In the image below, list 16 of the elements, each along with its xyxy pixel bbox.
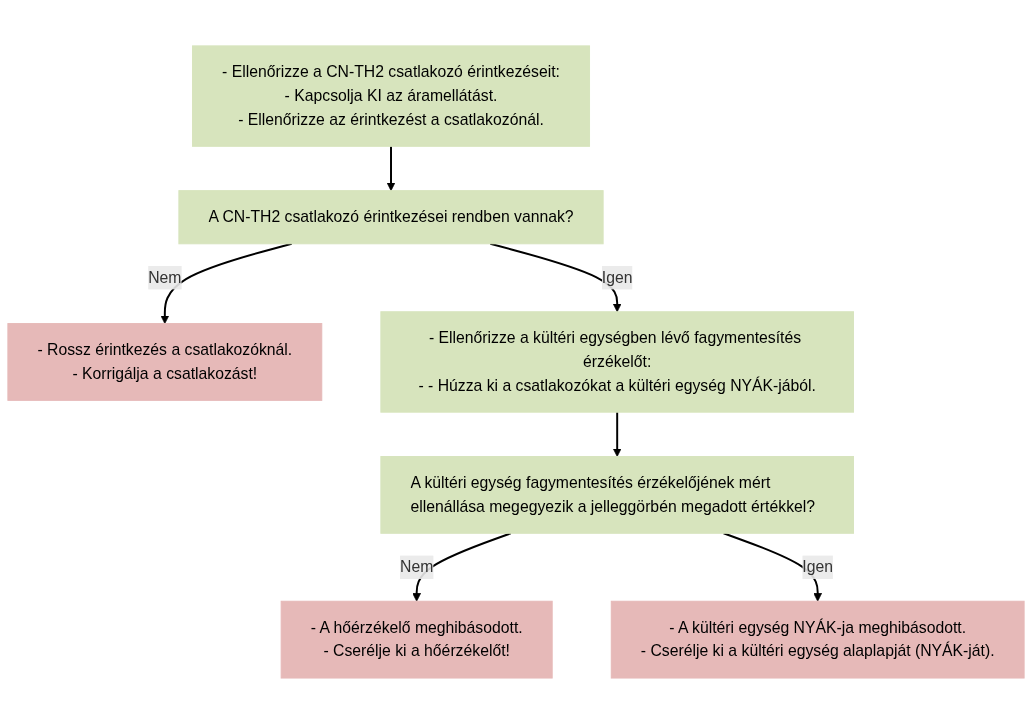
arrow bbox=[160, 242, 293, 324]
arrow bbox=[612, 411, 622, 457]
node-box: - Rossz érintkezés a csatlakozóknál. - Korrigálja a csatlakozást! bbox=[7, 323, 323, 401]
node-box: A kültéri egység fagymentesítés érzékelőjének mért ellenállása megegyezik a jelleggörbén megadott értékkel? bbox=[380, 456, 854, 534]
edge-label: Nem bbox=[148, 268, 182, 286]
arrow bbox=[386, 145, 396, 192]
node-box: - A kültéri egység NYÁK-ja meghibásodott. - Cserélje ki a kültéri egység alaplapját (NYÁK-ját). bbox=[610, 600, 1025, 679]
node-box: - A hőérzékelő meghibásodott. - Cserélje ki a hőérzékelőt! bbox=[280, 600, 553, 679]
edge-label: Igen bbox=[601, 268, 633, 286]
edge-label: Nem bbox=[400, 558, 434, 576]
edge-label: Igen bbox=[802, 558, 834, 576]
arrow bbox=[722, 532, 823, 602]
arrow bbox=[489, 242, 622, 313]
node-box: - Ellenőrizze a kültéri egységben lévő fagymentesítés érzékelőt: - - Húzza ki a csatlakozókat a kültéri egység NYÁK-jából. bbox=[380, 311, 854, 413]
node-box: - Ellenőrizze a CN-TH2 csatlakozó érintkezéseit: - Kapcsolja KI az áramellátást. - Ellenőrizze az érintkezést a csatlakozónál. bbox=[192, 45, 591, 147]
node-box: A CN-TH2 csatlakozó érintkezései rendben vannak? bbox=[178, 190, 604, 245]
